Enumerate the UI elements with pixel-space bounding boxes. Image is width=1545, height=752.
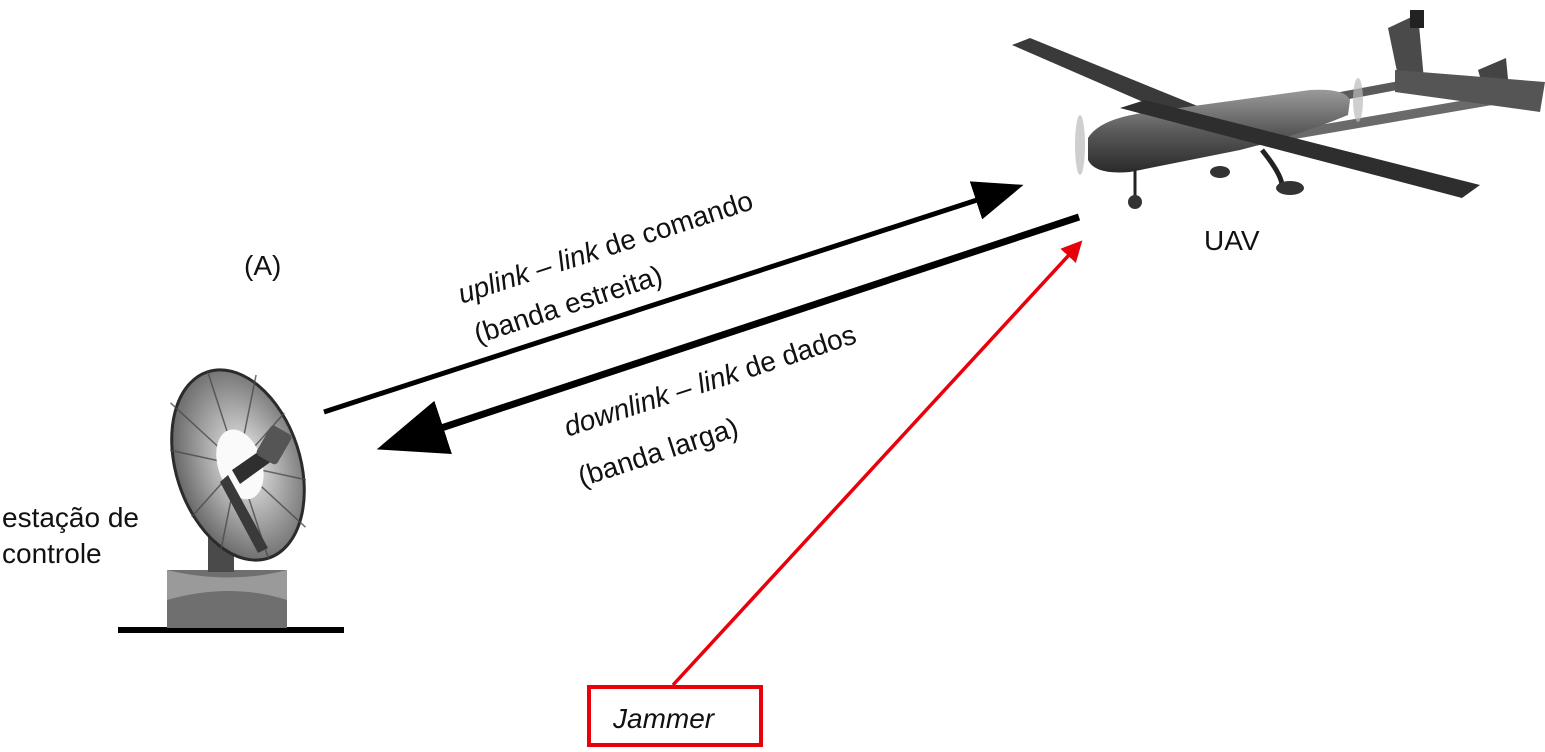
ground-station-label: estação de controle [2, 500, 139, 572]
jammer-box: Jammer [587, 685, 763, 747]
uav-label: UAV [1204, 225, 1260, 256]
ground-station-icon [118, 368, 344, 633]
uav-icon [1012, 10, 1545, 209]
uplink-arrow [323, 181, 1024, 415]
jammer-label: Jammer [613, 703, 715, 734]
jammer-arrow [671, 240, 1083, 687]
ground-station-label-line1: estação de [2, 502, 139, 533]
label-a: (A) [244, 250, 282, 281]
downlink-arrow [376, 213, 1081, 454]
ground-station-label-line2: controle [2, 537, 102, 569]
